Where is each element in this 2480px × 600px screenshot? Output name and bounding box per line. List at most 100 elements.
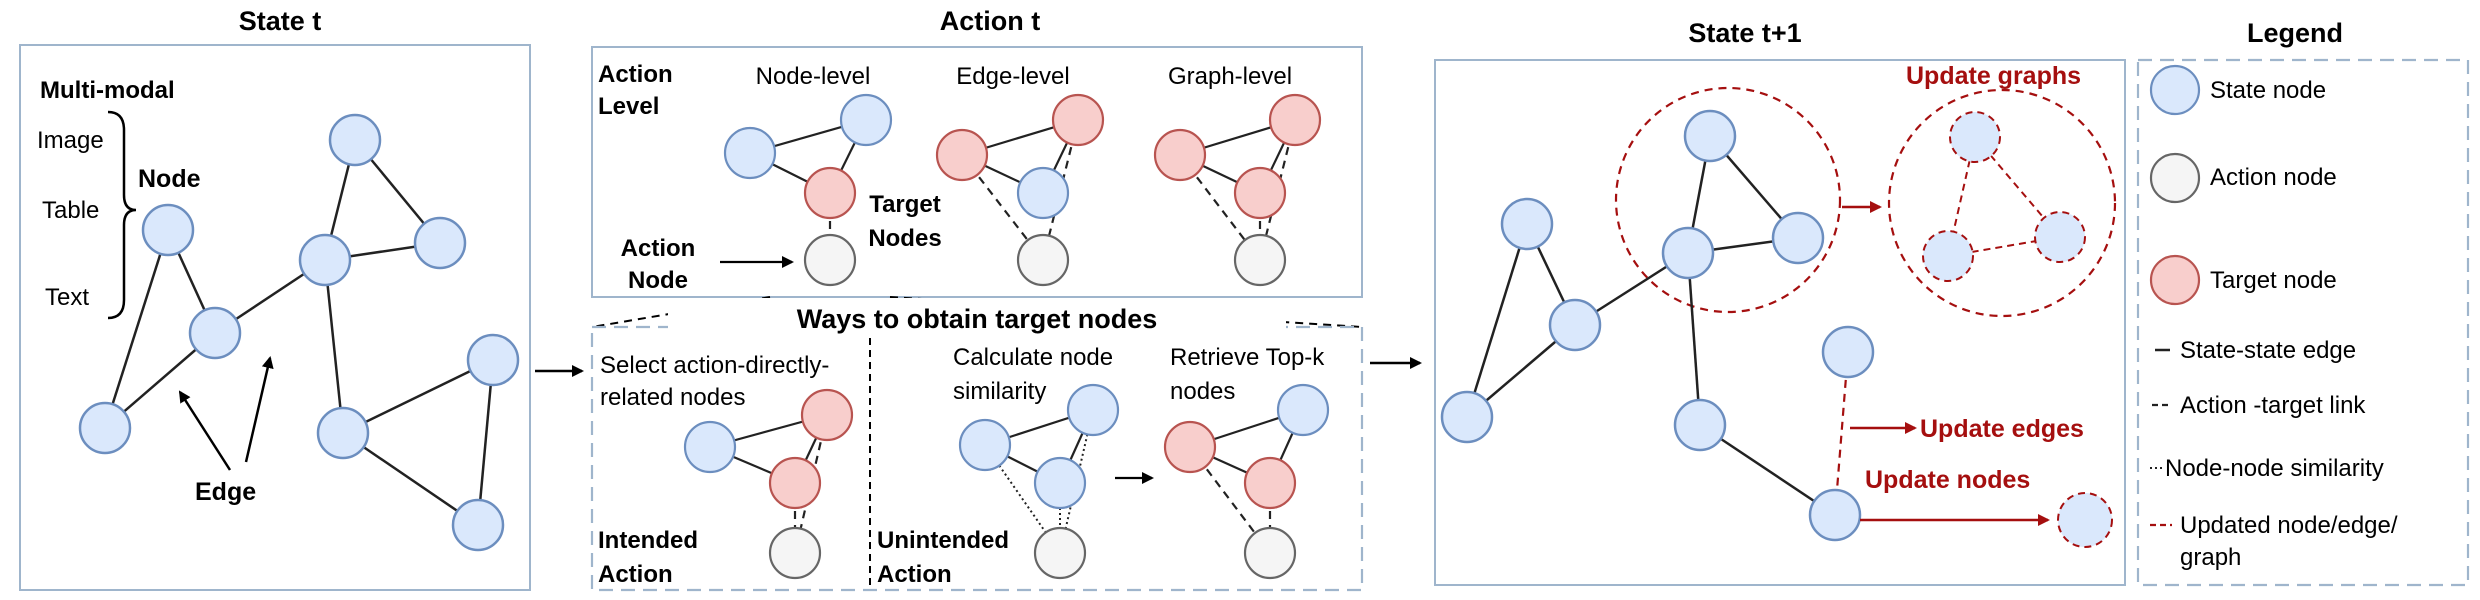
- updated-node: [2034, 211, 2086, 263]
- state-t-nodes: [78, 113, 520, 552]
- state-node: [1771, 211, 1825, 265]
- action-node: [1233, 233, 1287, 287]
- legend-panel: State node Action node Target node State…: [2136, 58, 2470, 587]
- state-node: [723, 126, 777, 180]
- state-t1-edges: [1465, 135, 1836, 517]
- node-level-label: Node-level: [756, 63, 871, 90]
- table-label: Table: [42, 197, 99, 224]
- action-node: [1243, 526, 1297, 580]
- state-node: [328, 113, 382, 167]
- state-node: [451, 498, 505, 552]
- action-node: [768, 526, 822, 580]
- intended-label-line2: Action: [598, 561, 673, 588]
- legend-updated-label: Updated node/edge/: [2180, 512, 2398, 539]
- target-node: [768, 456, 822, 510]
- state-node: [1066, 383, 1120, 437]
- updated-graph: [1922, 111, 2086, 282]
- legend-action-node-icon: [2149, 152, 2201, 204]
- node-level-graph: [723, 93, 893, 287]
- update-nodes-label: Update nodes: [1865, 466, 2030, 494]
- select-label: Select action-directly-: [600, 352, 829, 379]
- action-t-title: Action t: [940, 6, 1041, 36]
- multimodal-label: Multi-modal: [40, 77, 175, 104]
- legend-state-edge-label: State-state edge: [2180, 337, 2356, 364]
- target-node: [1163, 420, 1217, 474]
- state-node: [839, 93, 893, 147]
- edge-level-graph: [935, 93, 1105, 287]
- action-level-heading: Action: [598, 61, 673, 88]
- state-t-title: State t: [239, 6, 322, 36]
- edge-pointer-arrow: [178, 390, 232, 471]
- graph-level-label: Graph-level: [1168, 63, 1292, 90]
- unintended-label-line2: Action: [877, 561, 952, 588]
- calculate-label-line2: similarity: [953, 378, 1046, 405]
- select-label-line2: related nodes: [600, 384, 745, 411]
- state-node: [1683, 109, 1737, 163]
- state-node: [958, 418, 1012, 472]
- edge-pointer-arrow: [244, 356, 274, 463]
- state-node: [1821, 325, 1875, 379]
- legend-target-node-label: Target node: [2210, 267, 2337, 294]
- update-graph-region: [1614, 86, 1842, 314]
- target-node: [1051, 93, 1105, 147]
- state-node: [1661, 226, 1715, 280]
- legend-similarity-label: Node-node similarity: [2165, 455, 2384, 482]
- updated-node: [1922, 230, 1974, 282]
- update-edges-label: Update edges: [1920, 415, 2084, 443]
- target-node: [1233, 166, 1287, 220]
- updated-node: [1949, 111, 2001, 163]
- ways-panel: Ways to obtain target nodes Select actio…: [590, 298, 1364, 592]
- legend-state-node-icon: [2149, 64, 2201, 116]
- state-node: [1276, 383, 1330, 437]
- state-node: [466, 333, 520, 387]
- state-node: [141, 203, 195, 257]
- state-node: [298, 233, 352, 287]
- action-level-panel: Action Level Node-level Edge-level Graph…: [591, 46, 1363, 298]
- state-t1-nodes: [1440, 109, 1875, 542]
- update-graphs-label: Update graphs: [1906, 62, 2081, 90]
- state-t-panel: Multi-modal Image Table Text Node Edge: [19, 44, 531, 591]
- legend-title: Legend: [2247, 18, 2343, 48]
- action-node: [1033, 526, 1087, 580]
- state-node: [683, 420, 737, 474]
- updated-node: [2057, 492, 2113, 548]
- retrieved-graph: [1163, 383, 1330, 580]
- node-label: Node: [138, 165, 201, 193]
- legend-action-target-link-label: Action -target link: [2180, 392, 2366, 419]
- target-node: [1153, 128, 1207, 182]
- calculate-label: Calculate node: [953, 344, 1113, 371]
- state-t1-panel: Update graphs: [1434, 59, 2126, 586]
- target-node: [803, 166, 857, 220]
- edge-level-label: Edge-level: [956, 63, 1069, 90]
- state-t-edges: [103, 139, 495, 527]
- state-node: [316, 406, 370, 460]
- modality-brace: [107, 110, 137, 320]
- action-node-label: Action: [621, 235, 696, 262]
- intended-label: Intended: [598, 527, 698, 554]
- edge-label: Edge: [195, 478, 256, 506]
- retrieve-label-line2: nodes: [1170, 378, 1235, 405]
- action-node: [803, 233, 857, 287]
- target-nodes-label: Target: [869, 191, 941, 218]
- state-node: [413, 216, 467, 270]
- state-node: [188, 306, 242, 360]
- target-node: [1243, 456, 1297, 510]
- retrieve-label: Retrieve Top-k: [1170, 344, 1325, 371]
- text-label: Text: [45, 284, 89, 311]
- target-node: [1268, 93, 1322, 147]
- target-node: [935, 128, 989, 182]
- legend-updated-label-line2: graph: [2180, 544, 2241, 571]
- unintended-label: Unintended: [877, 527, 1009, 554]
- state-node: [1033, 456, 1087, 510]
- ways-title: Ways to obtain target nodes: [797, 304, 1158, 334]
- legend-action-node-label: Action node: [2210, 164, 2337, 191]
- target-node: [800, 388, 854, 442]
- state-t1-title: State t+1: [1688, 18, 1801, 48]
- action-node-label-line2: Node: [628, 267, 688, 294]
- state-node: [1500, 197, 1554, 251]
- legend-target-node-icon: [2149, 254, 2201, 306]
- legend-state-node-label: State node: [2210, 77, 2326, 104]
- image-label: Image: [37, 127, 104, 154]
- graph-level-graph: [1153, 93, 1322, 287]
